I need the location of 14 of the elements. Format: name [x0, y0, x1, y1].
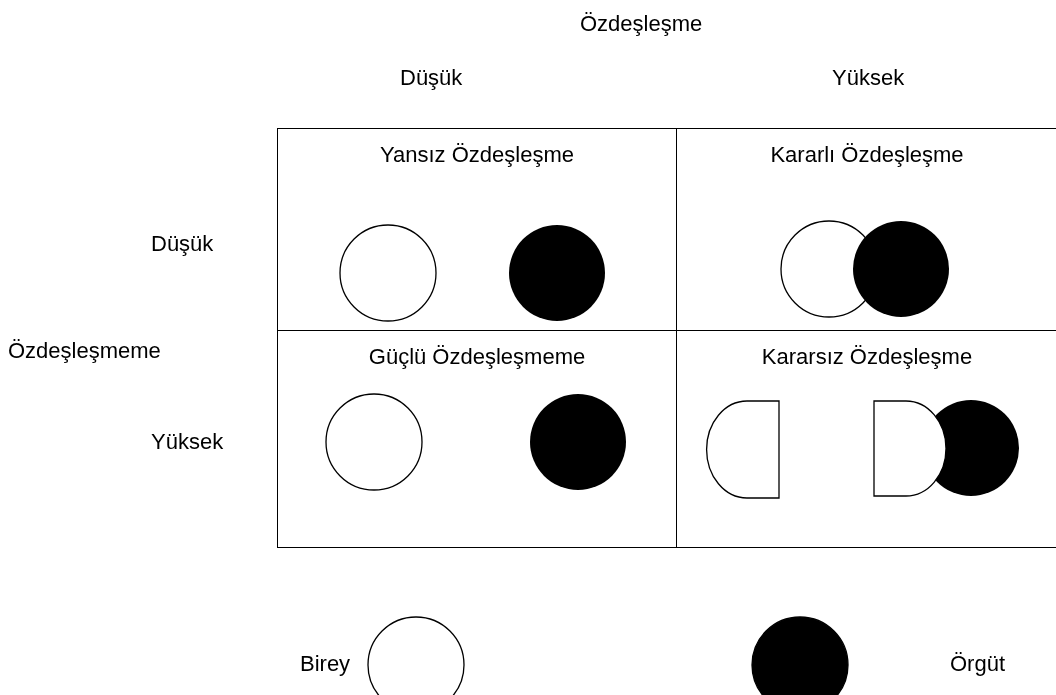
- quadrant-cell: [277, 128, 677, 331]
- quadrant-cell: [277, 330, 677, 548]
- legend-label: Örgüt: [950, 650, 1006, 678]
- legend-label: Birey: [300, 650, 351, 678]
- axis-label: Özdeşleşmeme: [8, 337, 161, 365]
- axis-label: Özdeşleşme: [580, 10, 703, 38]
- axis-label: Düşük: [400, 64, 463, 92]
- quadrant-title: Güçlü Özdeşleşmeme: [368, 343, 586, 371]
- quadrant-title: Kararlı Özdeşleşme: [770, 141, 964, 169]
- quadrant-title: Kararsız Özdeşleşme: [761, 343, 973, 371]
- axis-label: Düşük: [151, 230, 214, 258]
- axis-label: Yüksek: [832, 64, 905, 92]
- quadrant-title: Yansız Özdeşleşme: [380, 141, 574, 169]
- axis-label: Yüksek: [151, 428, 224, 456]
